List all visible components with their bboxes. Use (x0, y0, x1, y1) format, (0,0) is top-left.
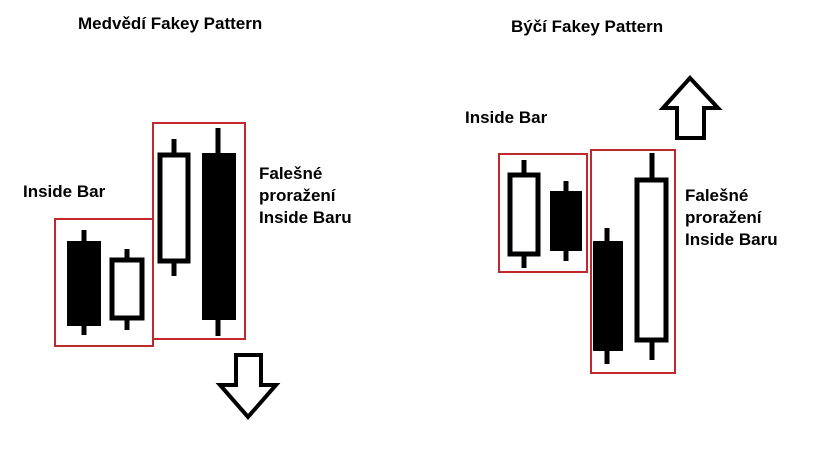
bearish-false-breakout-label: Falešné proražení Inside Baru (259, 163, 352, 229)
bearish-candle-mother-bar (67, 230, 101, 335)
bullish-candle-false-breakout (593, 228, 623, 364)
bearish-candle-false-breakout (157, 139, 191, 276)
bearish-title: Medvědí Fakey Pattern (78, 14, 263, 33)
bearish-candle-inside-bar (109, 249, 145, 330)
bearish-false-breakout-line-3: Inside Baru (259, 208, 352, 227)
bullish-false-breakout-box (590, 149, 676, 374)
bullish-false-breakout-line-1: Falešné (685, 186, 749, 205)
bullish-false-breakout-line-2: proražení (685, 208, 762, 227)
down-arrow-icon (215, 353, 281, 421)
bullish-inside-bar-box (498, 153, 588, 273)
bullish-candle-inside-bar (550, 181, 582, 261)
up-arrow-icon (658, 75, 723, 140)
bearish-false-breakout-line-1: Falešné (259, 164, 323, 183)
bullish-false-breakout-line-3: Inside Baru (685, 230, 778, 249)
bearish-false-breakout-box (152, 122, 246, 340)
bearish-candle-reversal (202, 128, 236, 336)
bullish-title: Býčí Fakey Pattern (511, 17, 664, 36)
bullish-false-breakout-label: Falešné proražení Inside Baru (685, 185, 778, 251)
bullish-candle-mother-bar (507, 160, 541, 268)
bullish-candle-reversal (634, 153, 669, 360)
bearish-inside-bar-label: Inside Bar (23, 182, 106, 201)
bullish-inside-bar-label: Inside Bar (465, 108, 548, 127)
bearish-false-breakout-line-2: proražení (259, 186, 336, 205)
